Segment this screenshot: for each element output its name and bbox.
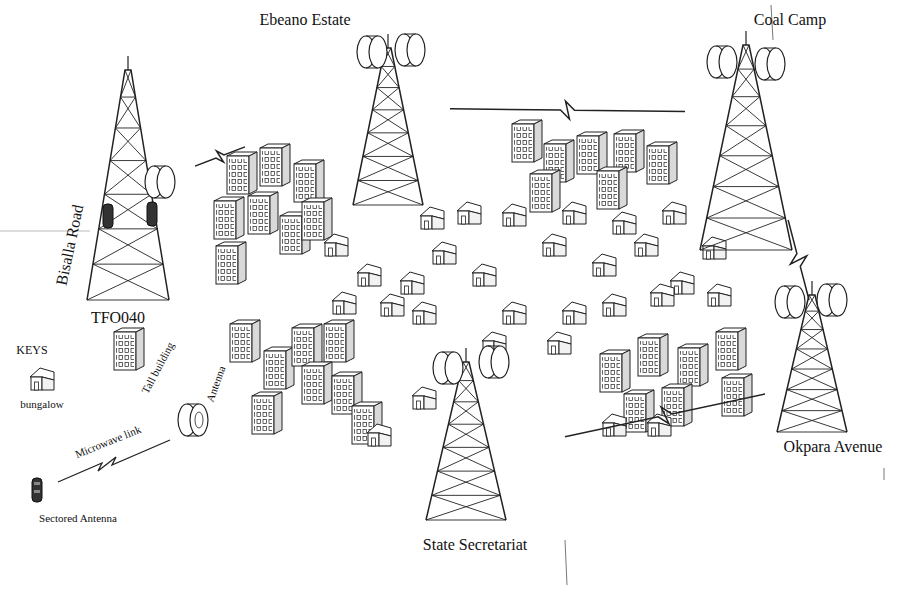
legend-text: bungalow (20, 398, 63, 411)
microwave-link (788, 220, 809, 300)
microwave-link (565, 394, 765, 437)
site-code: TFO040 (91, 309, 145, 327)
tower-site: Coal Camp (685, 5, 835, 220)
legend-icons (0, 5, 884, 585)
bungalow (612, 212, 636, 234)
sectored-antenna (103, 204, 113, 228)
antenna (817, 284, 847, 316)
antenna-icon (178, 404, 208, 436)
tall-building (678, 344, 708, 386)
bungalow (634, 234, 658, 256)
tall-building (324, 320, 354, 362)
legend-text: Antenna (204, 364, 229, 403)
bungalow (662, 202, 686, 224)
tall-building (252, 392, 282, 434)
sectored-antenna (147, 202, 157, 226)
bungalow (542, 234, 566, 256)
sectored-antenna-icon (32, 478, 42, 502)
tall-building (530, 170, 560, 212)
tall-building (614, 130, 644, 172)
tall-building (216, 242, 246, 284)
bungalow (472, 264, 496, 286)
tall-building-icon (114, 328, 144, 370)
tall-building (260, 144, 290, 186)
antenna (707, 46, 737, 78)
bungalow (400, 272, 424, 294)
tall-building (214, 197, 244, 239)
bungalow (357, 264, 381, 286)
antenna (357, 36, 387, 68)
bungalow (412, 387, 436, 409)
site-name: Coal Camp (754, 11, 826, 29)
bungalow (432, 242, 456, 264)
bungalow (547, 332, 571, 354)
tall-building (230, 320, 260, 362)
tall-building (292, 324, 322, 366)
microwave-link (450, 101, 685, 119)
bungalow (380, 294, 404, 316)
bungalow (502, 302, 526, 324)
site-name: Bisalla Road (53, 203, 88, 287)
tall-building (600, 350, 630, 392)
legend-text: Tall building (139, 340, 177, 396)
tall-building (647, 142, 677, 184)
tower-site: Okpara Avenue (765, 300, 895, 460)
antenna (395, 34, 425, 66)
bungalow (650, 284, 674, 306)
bungalow (562, 202, 586, 224)
lattice-tower (700, 31, 792, 250)
tall-building (716, 328, 746, 370)
bungalow (332, 292, 356, 314)
buildings (214, 120, 752, 446)
tall-building (248, 192, 278, 234)
legend-text: Sectored Antenna (39, 512, 117, 525)
legend-heading: KEYS (16, 344, 47, 357)
scan-mark (565, 5, 884, 585)
bungalow (707, 284, 731, 306)
tall-building (302, 362, 332, 404)
tower-site: Bisalla RoadTFO040 (45, 55, 195, 335)
tall-building (294, 160, 324, 202)
tall-building (302, 198, 332, 240)
antenna (433, 352, 463, 384)
towers (87, 31, 847, 520)
tall-building (512, 120, 542, 162)
antenna (479, 346, 509, 378)
bungalow (502, 204, 526, 226)
site-name: State Secretariat (423, 536, 527, 554)
tall-building (264, 347, 294, 389)
antenna (145, 166, 175, 198)
bungalow (367, 424, 391, 446)
bungalow (592, 254, 616, 276)
tower-site: State Secretariat (395, 350, 565, 560)
bungalow-icon (30, 368, 54, 390)
site-name: Ebeano Estate (259, 11, 350, 29)
bungalow (602, 294, 626, 316)
bungalow (412, 302, 436, 324)
microwave-link (195, 147, 245, 166)
bungalow (562, 302, 586, 324)
tall-building (722, 374, 752, 416)
bungalow (457, 202, 481, 224)
tall-building (227, 152, 257, 194)
tall-building (597, 167, 627, 209)
legend-text: Microwave link (73, 423, 143, 461)
bungalow (420, 207, 444, 229)
tower-site: Ebeano Estate (245, 5, 450, 210)
antenna (755, 48, 785, 80)
lattice-tower (777, 281, 847, 432)
bungalow (324, 234, 348, 256)
tall-building (638, 334, 668, 376)
antenna (775, 286, 805, 318)
site-name: Okpara Avenue (784, 438, 883, 456)
